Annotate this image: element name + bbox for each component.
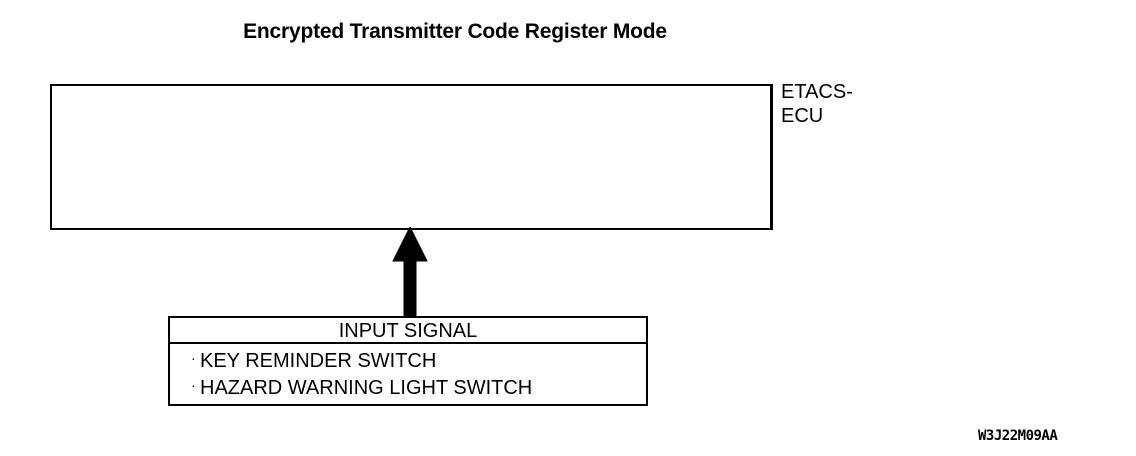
bullet-icon: · (191, 377, 196, 393)
input-signal-header: INPUT SIGNAL (170, 318, 646, 344)
input-signal-item-label: HAZARD WARNING LIGHT SWITCH (200, 377, 533, 399)
input-signal-item-label: KEY REMINDER SWITCH (200, 350, 437, 372)
ecu-label-line-1: ETACS- (781, 81, 853, 103)
signal-arrow-icon (392, 227, 428, 319)
input-signal-item: · KEY REMINDER SWITCH (191, 348, 646, 375)
etacs-ecu-label: ETACS- ECU (781, 80, 853, 128)
input-signal-item: · HAZARD WARNING LIGHT SWITCH (191, 375, 646, 402)
input-signal-box: INPUT SIGNAL · KEY REMINDER SWITCH · HAZ… (168, 316, 648, 406)
arrow-head (392, 227, 428, 319)
bullet-icon: · (191, 350, 196, 366)
diagram-title: Encrypted Transmitter Code Register Mode (243, 20, 667, 43)
ecu-label-line-2: ECU (781, 105, 824, 127)
etacs-ecu-box (50, 84, 773, 230)
input-signal-list: · KEY REMINDER SWITCH · HAZARD WARNING L… (170, 344, 646, 402)
figure-code: W3J22M09AA (978, 428, 1058, 444)
